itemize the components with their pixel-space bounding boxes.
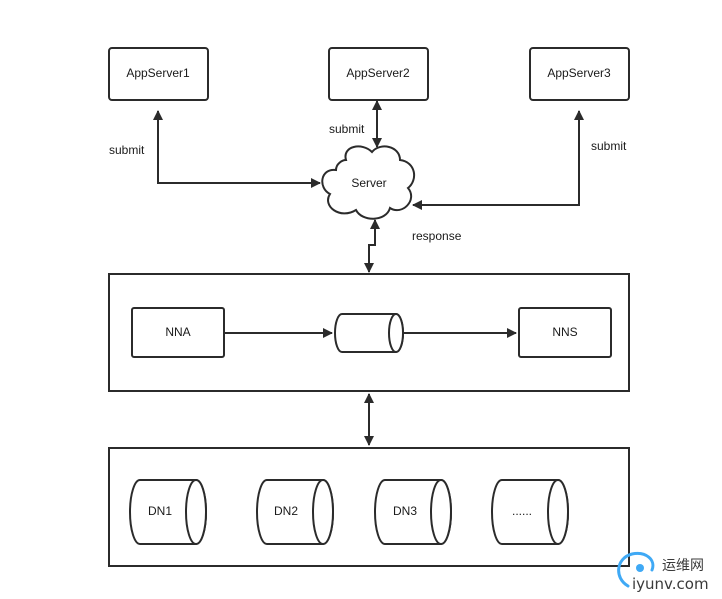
watermark-swirl-icon: [617, 551, 655, 588]
server-label: Server: [351, 176, 386, 190]
datanode-1-label: DN1: [148, 504, 172, 518]
edge-label-submit-2: submit: [329, 122, 365, 136]
nna-label: NNA: [165, 325, 190, 339]
datanode-more-label: ......: [512, 504, 532, 518]
edge-label-response: response: [412, 229, 462, 243]
datanode-1-cylinder: DN1: [129, 479, 207, 545]
appserver-3-node: AppServer3: [529, 47, 630, 101]
datanode-3-cylinder: DN3: [374, 479, 452, 545]
datanode-2-cylinder: DN2: [256, 479, 334, 545]
edge-server-namenode: [364, 219, 380, 273]
watermark-name: 运维网: [662, 558, 704, 574]
edge-label-submit-3: submit: [591, 139, 627, 153]
appserver-2-node: AppServer2: [328, 47, 429, 101]
edge-label-submit-1: submit: [109, 143, 145, 157]
nns-label: NNS: [552, 325, 577, 339]
appserver-2-label: AppServer2: [346, 66, 410, 80]
appserver-1-node: AppServer1: [108, 47, 209, 101]
datanode-more-cylinder: ......: [491, 479, 569, 545]
appserver-3-label: AppServer3: [547, 66, 611, 80]
shared-storage-cylinder: [334, 313, 404, 353]
watermark-logo: 运维网 iyunv.com: [617, 551, 709, 593]
datanode-2-label: DN2: [274, 504, 298, 518]
edge-appserver1-server: [153, 110, 321, 188]
nna-node: NNA: [131, 307, 225, 358]
server-cloud-node: Server: [321, 145, 416, 220]
appserver-1-label: AppServer1: [126, 66, 190, 80]
nns-node: NNS: [518, 307, 612, 358]
datanode-3-label: DN3: [393, 504, 417, 518]
edge-appserver3-server: [412, 110, 584, 210]
watermark-domain: iyunv.com: [632, 575, 709, 593]
